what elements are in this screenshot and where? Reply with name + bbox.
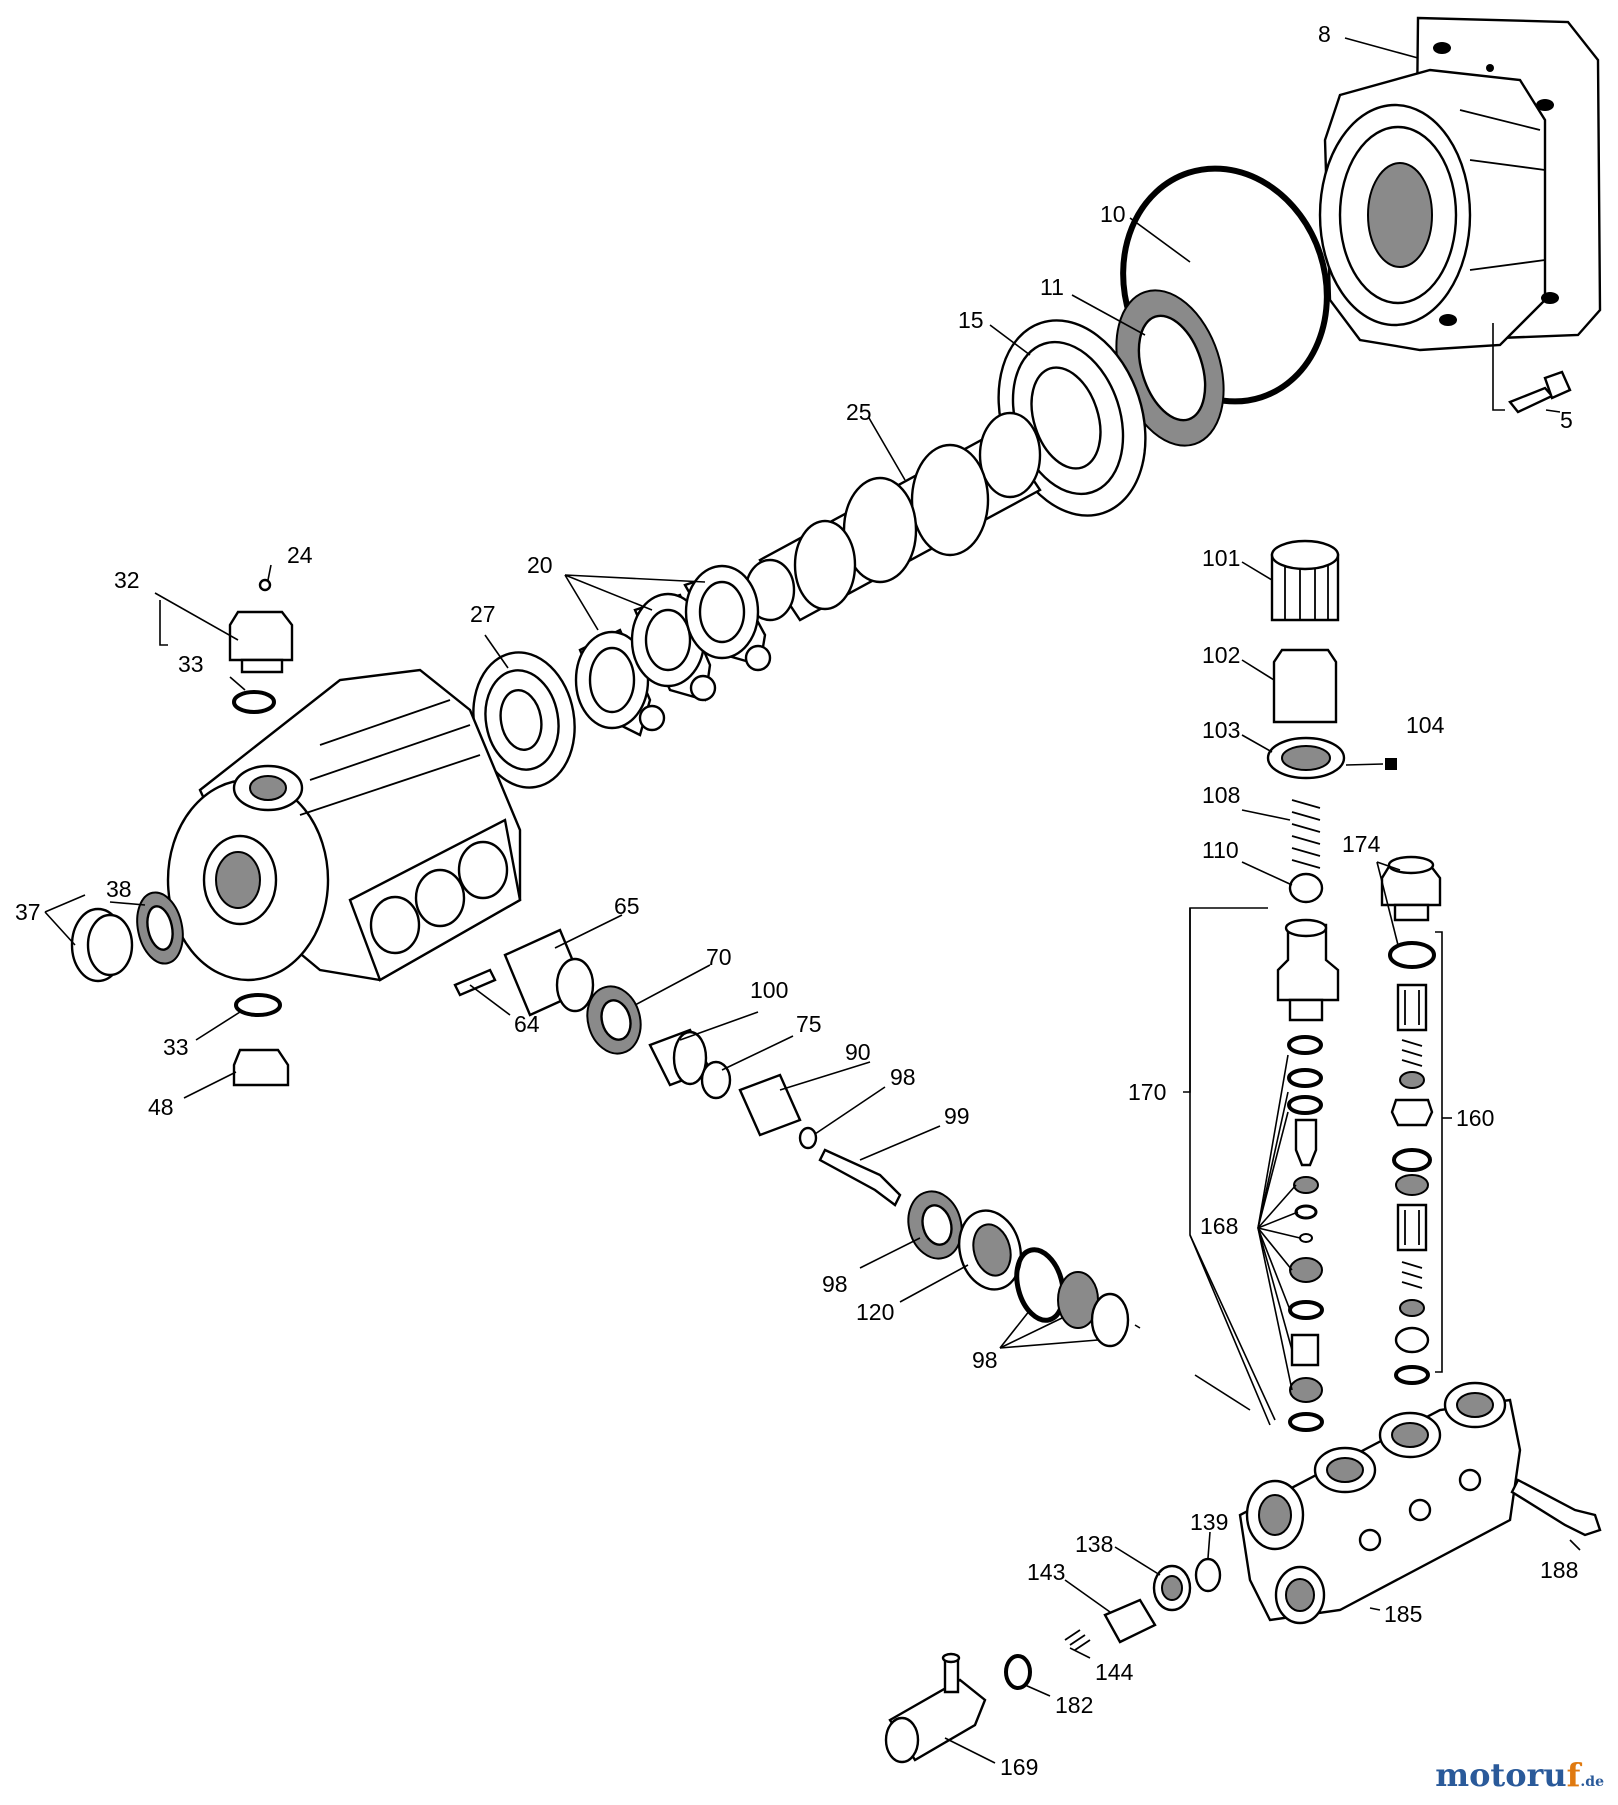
label-188: 188 <box>1540 1557 1578 1583</box>
part-65-plunger-guide <box>503 928 595 1017</box>
part-185-manifold <box>1238 1381 1522 1625</box>
label-139: 139 <box>1190 1509 1228 1535</box>
watermark-main: motoru <box>1435 1756 1567 1794</box>
label-102: 102 <box>1202 642 1240 668</box>
label-98-bottom: 98 <box>972 1347 998 1373</box>
label-160: 160 <box>1456 1105 1494 1131</box>
part-25-crankshaft <box>744 411 1042 622</box>
label-182: 182 <box>1055 1692 1093 1718</box>
crankcase-housing <box>166 668 522 982</box>
watermark-accent: f <box>1566 1756 1581 1794</box>
label-104: 104 <box>1406 712 1445 738</box>
part-139-o-ring <box>1194 1557 1222 1593</box>
part-168-seal-stack <box>1287 1035 1324 1432</box>
part-143-adapter <box>1103 1598 1157 1644</box>
label-37: 37 <box>15 899 41 925</box>
part-labels: 8 10 11 15 5 25 24 32 33 27 20 101 102 1… <box>15 21 1578 1780</box>
label-15: 15 <box>958 307 984 333</box>
part-110-ball <box>1288 872 1324 904</box>
leader-lines <box>44 37 1581 1764</box>
part-103-ring <box>1266 736 1346 780</box>
watermark-logo: motoruf.de <box>1435 1756 1604 1794</box>
part-11-seal <box>1115 289 1225 447</box>
part-37-plug <box>70 907 134 983</box>
label-33-top: 33 <box>178 651 204 677</box>
label-38: 38 <box>106 876 132 902</box>
label-185: 185 <box>1384 1601 1422 1627</box>
label-75: 75 <box>796 1011 822 1037</box>
label-5: 5 <box>1560 407 1573 433</box>
part-70-seal <box>586 985 642 1055</box>
label-10: 10 <box>1100 201 1126 227</box>
label-110: 110 <box>1202 837 1239 863</box>
part-101-knob <box>1270 539 1340 622</box>
label-48: 48 <box>148 1094 174 1120</box>
part-38-washer <box>136 891 184 965</box>
part-8-flange-housing <box>1318 16 1602 352</box>
label-170: 170 <box>1128 1079 1166 1105</box>
label-100: 100 <box>750 977 788 1003</box>
label-20: 20 <box>527 552 553 578</box>
part-170-unloader-valve <box>1276 918 1340 1022</box>
part-33-seal-ring-bottom <box>234 993 282 1017</box>
label-120: 120 <box>856 1299 894 1325</box>
part-33-seal-ring-top <box>232 690 276 714</box>
part-102-nut <box>1272 648 1338 724</box>
label-169: 169 <box>1000 1754 1038 1780</box>
label-108: 108 <box>1202 782 1240 808</box>
label-11: 11 <box>1040 274 1064 300</box>
part-188-bolt <box>1510 1478 1602 1537</box>
label-138: 138 <box>1075 1531 1113 1557</box>
label-65: 65 <box>614 893 640 919</box>
part-120-seal-housing <box>958 1209 1022 1291</box>
part-27-bearing <box>472 651 576 789</box>
label-24: 24 <box>287 542 313 568</box>
label-33-bottom: 33 <box>163 1034 189 1060</box>
label-174: 174 <box>1342 831 1381 857</box>
label-144: 144 <box>1095 1659 1134 1685</box>
label-143: 143 <box>1027 1559 1065 1585</box>
part-104-set-screw <box>1385 758 1397 770</box>
part-169-injector <box>884 1652 987 1764</box>
part-174-fitting <box>1380 855 1442 922</box>
part-99-bolt <box>818 1148 902 1207</box>
part-108-spring <box>1291 799 1321 869</box>
label-70: 70 <box>706 944 732 970</box>
watermark-tld: .de <box>1580 1774 1604 1790</box>
part-32-oil-cap <box>228 610 294 674</box>
label-90: 90 <box>845 1039 871 1065</box>
label-64: 64 <box>514 1011 540 1037</box>
label-27: 27 <box>470 601 496 627</box>
part-98-seal-set <box>1014 1247 1130 1348</box>
part-75-washer <box>700 1060 732 1100</box>
label-103: 103 <box>1202 717 1240 743</box>
part-5-bolt <box>1508 370 1572 414</box>
label-99: 99 <box>944 1103 970 1129</box>
label-98-top: 98 <box>890 1064 916 1090</box>
label-32: 32 <box>114 567 140 593</box>
part-144-spring <box>1064 1629 1091 1651</box>
label-8: 8 <box>1318 21 1331 47</box>
part-98-seal-b <box>907 1190 963 1260</box>
part-20-connecting-rods <box>574 564 772 737</box>
part-48-drain-plug <box>232 1048 290 1087</box>
part-160-check-valve-stack <box>1388 941 1436 1385</box>
label-101: 101 <box>1202 545 1240 571</box>
part-90-plunger <box>738 1073 802 1137</box>
label-168: 168 <box>1200 1213 1238 1239</box>
part-98-washer-a <box>798 1126 818 1150</box>
label-25: 25 <box>846 399 872 425</box>
part-138-fitting <box>1152 1564 1192 1612</box>
label-98-mid: 98 <box>822 1271 848 1297</box>
part-24-vent <box>258 578 272 592</box>
part-64-pin <box>453 968 497 997</box>
part-182-o-ring <box>1004 1654 1032 1690</box>
